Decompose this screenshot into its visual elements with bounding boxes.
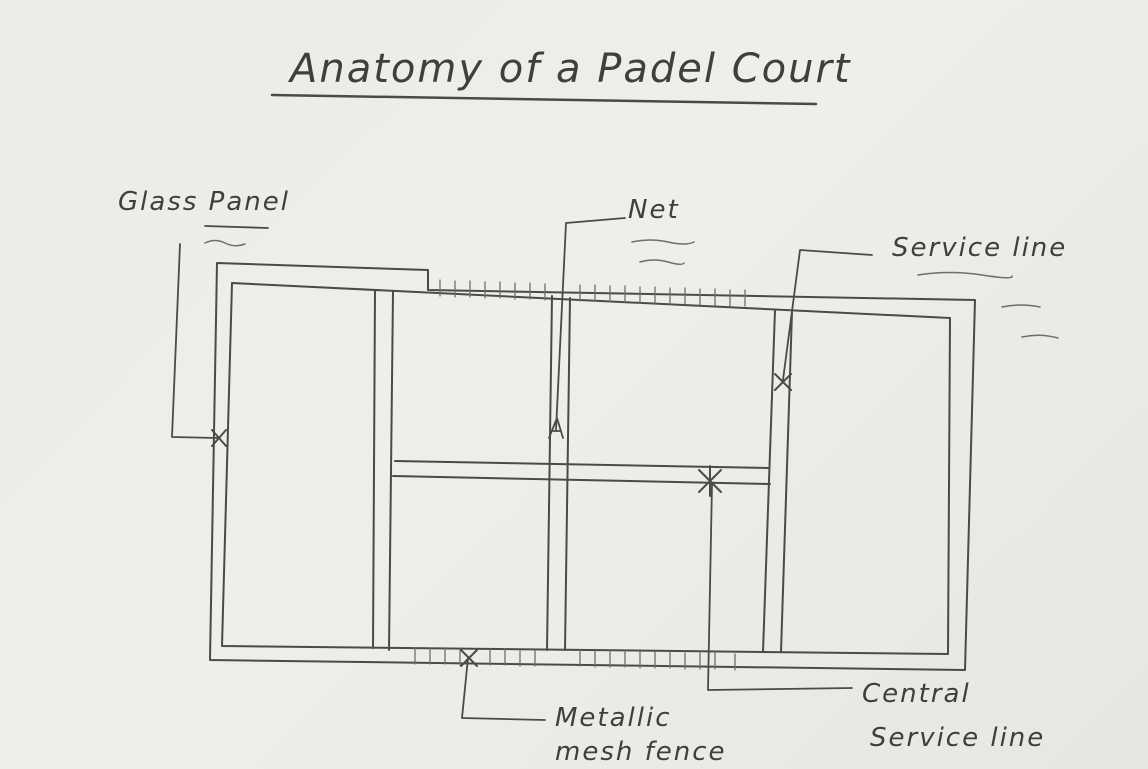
central-service-line-leader — [707, 483, 853, 691]
metallic-mesh-fence-leader — [461, 657, 546, 721]
court — [209, 262, 976, 671]
court-inner-boundary — [221, 282, 951, 655]
callout-metallic-mesh-fence: Metallic mesh fence — [460, 649, 727, 767]
metallic-mesh-fence-marker — [460, 649, 478, 667]
net-marker — [548, 417, 564, 439]
title-underline — [270, 93, 818, 106]
callout-service-line: Service line — [774, 233, 1067, 391]
left-service-line-a — [372, 289, 376, 649]
glass-panel-underline — [204, 225, 269, 229]
service-line-label: Service line — [892, 233, 1067, 263]
net-squiggle-2 — [639, 259, 685, 266]
service-line-marker — [774, 373, 792, 391]
net-leader — [555, 217, 626, 431]
court-outer-wall — [209, 262, 976, 671]
central-service-line-marker — [698, 465, 722, 497]
service-line-squiggle-2 — [1001, 304, 1041, 308]
central-service-line-label-line1: Central — [862, 679, 971, 709]
left-service-line-b — [388, 291, 394, 651]
net-line-b — [564, 297, 571, 651]
service-line-leader — [782, 249, 873, 381]
diagram-title: Anatomy of a Padel Court — [287, 46, 852, 92]
metallic-mesh-fence-label-line2: mesh fence — [555, 737, 727, 767]
central-service-line-a — [394, 460, 769, 469]
central-service-line-label-line2: Service line — [870, 723, 1045, 753]
right-service-line-a — [762, 309, 776, 653]
metallic-mesh-fence-label-line1: Metallic — [555, 703, 672, 733]
glass-panel-label: Glass Panel — [118, 187, 290, 217]
right-service-line-b — [780, 311, 793, 653]
callout-glass-panel: Glass Panel — [118, 187, 290, 447]
top-mesh-hatch — [439, 279, 746, 307]
net-line-a — [546, 295, 553, 651]
net-squiggle-1 — [631, 239, 695, 245]
net-label: Net — [628, 195, 680, 225]
glass-panel-squiggle — [204, 239, 246, 247]
service-line-squiggle-3 — [1021, 334, 1059, 339]
service-line-squiggle-1 — [917, 271, 1013, 279]
callout-central-service-line: Central Service line — [698, 465, 1045, 753]
callout-net: Net — [548, 195, 695, 439]
bottom-mesh-hatch — [414, 647, 736, 671]
glass-panel-marker — [211, 429, 227, 447]
glass-panel-leader — [171, 243, 219, 439]
